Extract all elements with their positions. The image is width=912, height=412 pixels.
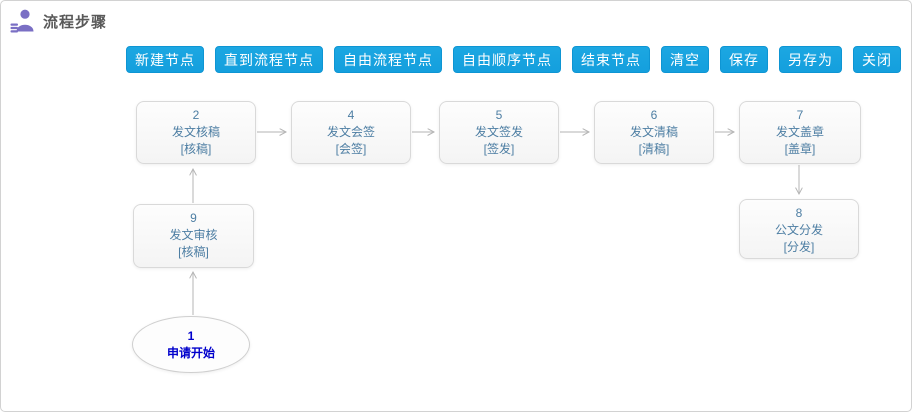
node-number: 1 xyxy=(187,328,195,343)
flow-node-1[interactable]: 1 申请开始 xyxy=(132,316,250,373)
toolbar-button-save-as[interactable]: 另存为 xyxy=(779,46,842,73)
node-tag: [会签] xyxy=(335,142,367,156)
toolbar-button-save[interactable]: 保存 xyxy=(720,46,768,73)
node-tag: [盖章] xyxy=(784,142,816,156)
flow-node-9[interactable]: 9 发文审核 [核稿] xyxy=(133,204,254,268)
node-tag: [签发] xyxy=(483,142,515,156)
node-tag: [清稿] xyxy=(638,142,670,156)
node-title: 发文签发 xyxy=(474,125,523,139)
node-title: 发文核稿 xyxy=(171,125,220,139)
flow-node-6[interactable]: 6 发文清稿 [清稿] xyxy=(594,101,714,164)
node-number: 5 xyxy=(495,108,503,122)
flow-node-7[interactable]: 7 发文盖章 [盖章] xyxy=(739,101,861,164)
node-number: 9 xyxy=(190,211,197,225)
node-title: 申请开始 xyxy=(166,345,215,360)
node-tag: [核稿] xyxy=(178,245,209,259)
node-title: 发文审核 xyxy=(169,228,218,242)
toolbar-button-until-flow-node[interactable]: 直到流程节点 xyxy=(215,46,323,73)
node-title: 发文会签 xyxy=(326,125,375,139)
flow-node-8[interactable]: 8 公文分发 [分发] xyxy=(739,199,859,259)
header: 流程步骤 xyxy=(1,1,107,41)
node-title: 发文清稿 xyxy=(629,125,678,139)
flow-node-2[interactable]: 2 发文核稿 [核稿] xyxy=(136,101,256,164)
node-tag: [核稿] xyxy=(180,142,212,156)
page-title: 流程步骤 xyxy=(43,13,108,31)
toolbar-button-new-node[interactable]: 新建节点 xyxy=(126,46,204,73)
toolbar-button-close[interactable]: 关闭 xyxy=(853,46,901,73)
toolbar-button-free-sequence-node[interactable]: 自由顺序节点 xyxy=(453,46,561,73)
toolbar: 新建节点直到流程节点自由流程节点自由顺序节点结束节点清空保存另存为关闭 xyxy=(126,46,901,73)
toolbar-button-free-flow-node[interactable]: 自由流程节点 xyxy=(334,46,442,73)
toolbar-button-clear[interactable]: 清空 xyxy=(661,46,709,73)
node-title: 公文分发 xyxy=(774,223,823,237)
node-number: 4 xyxy=(347,108,355,122)
node-number: 8 xyxy=(795,206,803,220)
process-steps-person-icon xyxy=(10,9,34,33)
node-number: 6 xyxy=(650,108,658,122)
flow-node-4[interactable]: 4 发文会签 [会签] xyxy=(291,101,411,164)
toolbar-button-end-node[interactable]: 结束节点 xyxy=(572,46,650,73)
flow-node-5[interactable]: 5 发文签发 [签发] xyxy=(439,101,559,164)
node-tag: [分发] xyxy=(783,240,815,254)
node-number: 7 xyxy=(796,108,804,122)
node-title: 发文盖章 xyxy=(775,125,824,139)
node-number: 2 xyxy=(192,108,200,122)
